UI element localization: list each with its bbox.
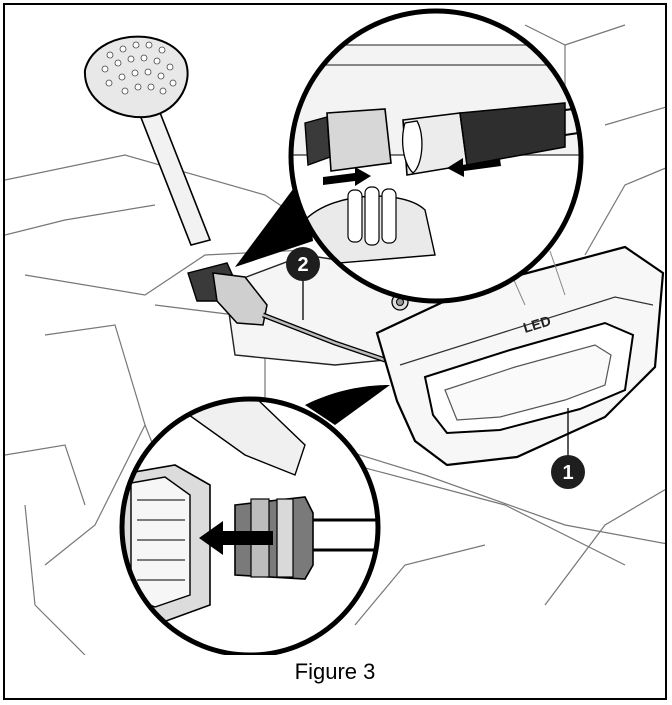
- figure-caption: Figure 3: [294, 659, 376, 684]
- figure-frame: LED 1 2: [3, 3, 667, 700]
- arrow-right-icon: [323, 167, 371, 186]
- bottom-detail-leader: [305, 385, 390, 425]
- top-detail-leader: [235, 173, 313, 267]
- callout-2-number: 2: [297, 254, 308, 276]
- arrow-left-icon: [447, 158, 501, 177]
- callout-2: 2: [286, 247, 320, 320]
- bottom-detail-magnifier: [119, 396, 381, 655]
- top-detail-magnifier: [288, 8, 584, 304]
- lamp-led-marking: LED: [521, 312, 552, 335]
- assembly-illustration: LED 1 2: [5, 8, 665, 655]
- harness-connector: [187, 262, 386, 363]
- callout-1-number: 1: [562, 462, 573, 484]
- arrow-left-icon: [199, 521, 273, 555]
- pedal-lever: [83, 35, 212, 246]
- callout-1: 1: [551, 408, 585, 489]
